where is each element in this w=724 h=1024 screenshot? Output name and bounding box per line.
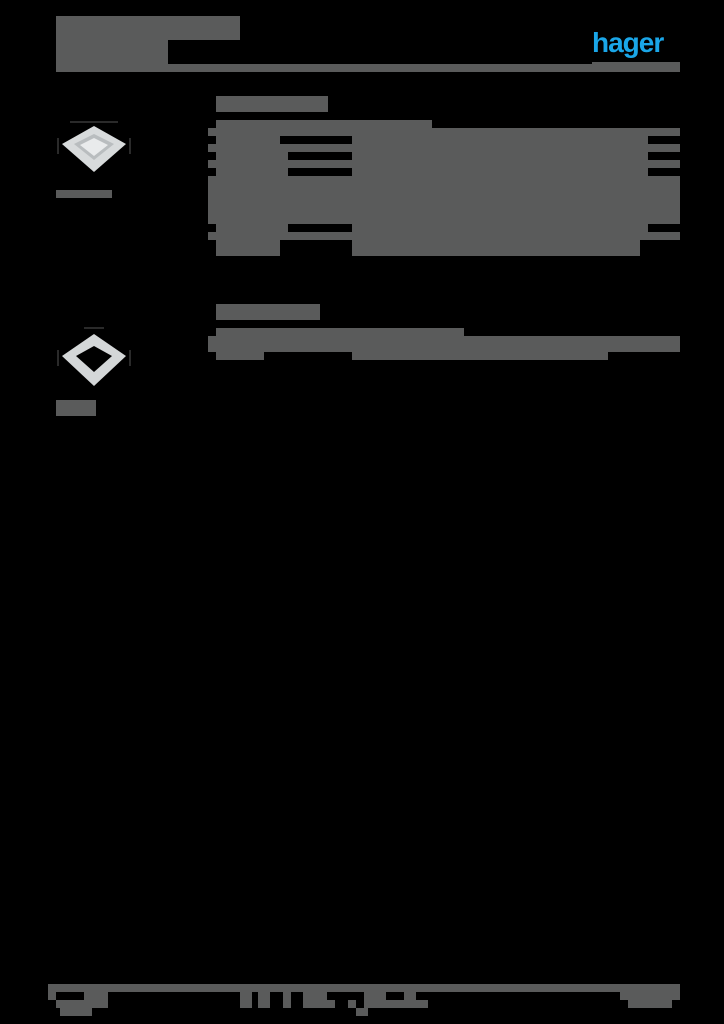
footer-right (628, 1000, 672, 1008)
footer-right (620, 992, 680, 1000)
footer-center (283, 992, 291, 1008)
footer-center (323, 1000, 335, 1008)
section-heading-1 (216, 96, 328, 112)
footer-center (258, 992, 270, 1008)
table-row (352, 152, 648, 160)
table-row (352, 136, 648, 144)
footer-center (416, 1000, 428, 1008)
header-title-text (56, 16, 240, 40)
footer-center (364, 992, 386, 1008)
table-row (208, 176, 680, 224)
header-title (56, 16, 240, 40)
table-row (208, 144, 680, 152)
section-heading-2 (216, 304, 320, 320)
logo-underline (592, 62, 680, 70)
table-row (352, 352, 608, 360)
hager-logo: hager (592, 28, 676, 58)
product-caption-2-text (56, 400, 96, 416)
footer-center (303, 992, 327, 1008)
header-subtitle (56, 40, 168, 64)
table-row (352, 168, 648, 176)
table-row (208, 232, 680, 240)
table-row (208, 160, 680, 168)
footer-center (240, 992, 252, 1008)
footer-left-box (48, 992, 56, 1000)
footer-left-text (56, 1000, 108, 1016)
table-row (216, 240, 280, 256)
footer-left (60, 1008, 92, 1016)
footer-rule (48, 984, 680, 992)
header-rule (56, 64, 680, 72)
section-heading-2-text (216, 304, 320, 320)
product-image-frame-1 (57, 121, 131, 172)
product-caption-1 (56, 190, 112, 198)
section-heading-1-text (216, 96, 328, 112)
footer-right-text (620, 992, 680, 1008)
footer-center (356, 1008, 368, 1016)
table-row (208, 336, 680, 352)
footer-center (386, 1000, 404, 1008)
footer-center (348, 1000, 356, 1008)
footer-left-box (84, 992, 108, 1000)
logo-text: hager (592, 27, 664, 58)
table-row (216, 168, 288, 176)
table-row (352, 224, 648, 232)
header-subtitle-text (56, 40, 168, 64)
table-row (216, 352, 264, 360)
table-row (352, 240, 640, 256)
footer-center-text (240, 992, 440, 1008)
table-header (216, 328, 464, 336)
table-row (208, 128, 680, 136)
table-row (216, 152, 288, 160)
table-row (216, 224, 288, 232)
product-caption-2 (56, 400, 96, 416)
product-caption-1-text (56, 190, 112, 198)
footer-left (56, 1000, 108, 1008)
footer-center (404, 992, 416, 1008)
table-row (216, 136, 280, 144)
product-image-frame-2 (57, 327, 131, 386)
table-header (216, 120, 432, 128)
